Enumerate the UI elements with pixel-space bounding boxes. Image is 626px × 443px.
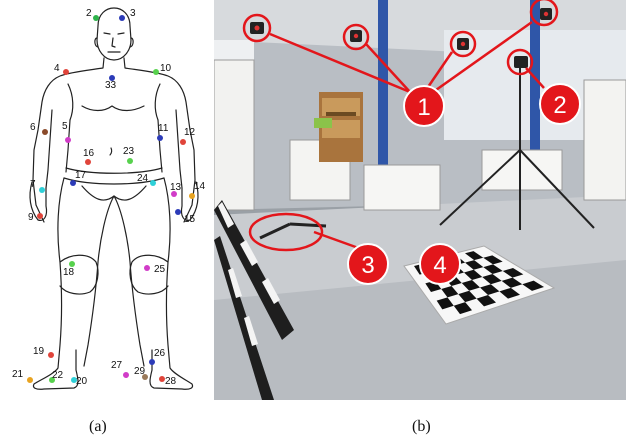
marker-label-3: 3 (130, 8, 136, 19)
marker-dot-7 (39, 187, 45, 193)
marker-label-19: 19 (33, 346, 45, 357)
checker-cell (480, 284, 500, 295)
marker-dot-10 (153, 69, 159, 75)
marker-dot-26 (149, 359, 155, 365)
marker-dot-2 (93, 15, 99, 21)
marker-label-14: 14 (194, 181, 206, 192)
marker-dot-29 (142, 374, 148, 380)
marker-dot-22 (49, 377, 55, 383)
checker-cell (501, 277, 523, 288)
marker-dot-11 (157, 135, 163, 141)
marker-dot-20 (71, 377, 77, 383)
marker-label-23: 23 (123, 146, 135, 157)
marker-dot-17 (70, 180, 76, 186)
callout-4: 4 (419, 243, 461, 285)
marker-label-6: 6 (30, 122, 36, 133)
motion-capture-photo: 1 2 3 4 (214, 0, 626, 400)
checker-cell (499, 287, 520, 299)
marker-label-13: 13 (170, 182, 182, 193)
marker-label-25: 25 (154, 264, 166, 275)
checker-cell (476, 295, 496, 307)
marker-dot-5 (65, 137, 71, 143)
marker-label-29: 29 (134, 366, 146, 377)
marker-dot-13 (171, 191, 177, 197)
marker-label-33: 33 (105, 80, 117, 91)
marker-label-2: 2 (86, 8, 92, 19)
marker-label-20: 20 (76, 376, 88, 387)
marker-dot-27 (123, 372, 129, 378)
marker-dot-28 (159, 376, 165, 382)
panel-b-label: (b) (412, 418, 431, 435)
marker-label-12: 12 (184, 127, 196, 138)
marker-dot-15 (175, 209, 181, 215)
marker-label-26: 26 (154, 348, 166, 359)
marker-dot-18 (69, 261, 75, 267)
checker-cell (482, 274, 502, 285)
marker-label-5: 5 (62, 121, 68, 132)
marker-label-11: 11 (158, 123, 169, 134)
marker-label-9: 9 (28, 212, 34, 223)
marker-label-21: 21 (12, 369, 24, 380)
marker-label-10: 10 (160, 63, 172, 74)
marker-label-4: 4 (54, 63, 60, 74)
marker-dot-14 (189, 193, 195, 199)
head-outline (96, 7, 132, 61)
marker-label-22: 22 (52, 370, 64, 381)
checker-cell (464, 269, 483, 280)
marker-dot-21 (27, 377, 33, 383)
checker-cell (461, 280, 480, 291)
checker-cell (483, 264, 503, 274)
marker-label-24: 24 (137, 173, 149, 184)
marker-label-18: 18 (63, 267, 75, 278)
marker-dot-33 (109, 75, 115, 81)
marker-label-28: 28 (165, 376, 177, 387)
panel-a-label: (a) (89, 418, 107, 435)
marker-dot-12 (180, 139, 186, 145)
checker-cell (453, 302, 472, 315)
marker-dot-16 (85, 159, 91, 165)
callout-3-label: 3 (361, 252, 374, 279)
checker-cell (502, 268, 524, 278)
checker-cell (465, 260, 484, 270)
callout-4-label: 4 (433, 252, 446, 279)
checker-cell (425, 280, 442, 292)
checker-cell (436, 297, 454, 310)
checker-cell (483, 255, 503, 265)
checker-cell (465, 251, 484, 261)
marker-dot-9 (37, 213, 43, 219)
marker-label-7: 7 (30, 179, 36, 190)
marker-dot-6 (42, 129, 48, 135)
marker-label-27: 27 (111, 360, 123, 371)
callout-1-label: 1 (417, 94, 430, 121)
callout-2-label: 2 (553, 92, 566, 119)
checker-cell (522, 280, 544, 291)
marker-dot-4 (63, 69, 69, 75)
checker-cell (458, 290, 477, 303)
marker-dot-25 (144, 265, 150, 271)
marker-label-17: 17 (75, 170, 87, 181)
marker-label-15: 15 (184, 214, 196, 225)
marker-dot-23 (127, 158, 133, 164)
marker-dot-19 (48, 352, 54, 358)
callout-3: 3 (347, 243, 389, 285)
callout-1: 1 (403, 85, 445, 127)
callout-2: 2 (539, 83, 581, 125)
checker-cell (441, 286, 459, 298)
marker-dot-3 (119, 15, 125, 21)
marker-label-16: 16 (83, 148, 95, 159)
marker-dot-24 (150, 180, 156, 186)
